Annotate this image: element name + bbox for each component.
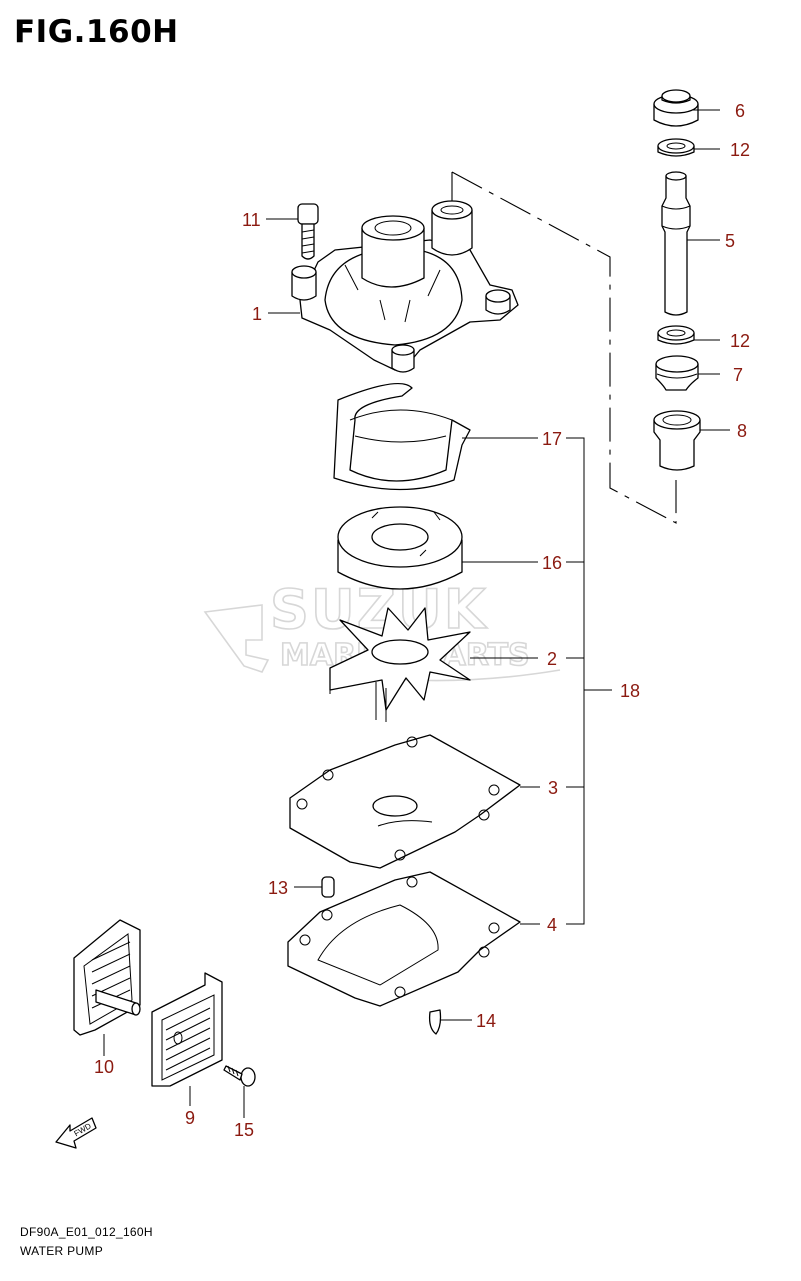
callout-16: 16 <box>542 553 562 573</box>
callout-9: 9 <box>185 1108 195 1128</box>
callout-3: 3 <box>548 778 558 798</box>
screw-part-15[interactable] <box>223 1065 256 1087</box>
callout-1: 1 <box>252 304 262 324</box>
callout-12-upper: 12 <box>730 140 750 160</box>
water-tube-part-5[interactable] <box>661 171 691 316</box>
pump-liner-part-17[interactable] <box>333 382 471 491</box>
callout-15: 15 <box>234 1120 254 1140</box>
figure-title: FIG.160H <box>14 14 179 50</box>
callout-11: 11 <box>242 210 261 230</box>
key-part-14[interactable] <box>428 1009 442 1035</box>
callout-6: 6 <box>735 101 745 121</box>
callout-10: 10 <box>94 1057 114 1077</box>
leader-lines <box>103 109 730 1118</box>
impeller-housing-part-16[interactable] <box>337 506 463 590</box>
callout-14: 14 <box>476 1011 496 1031</box>
grommet-part-7[interactable] <box>655 355 699 391</box>
water-screen-part-9[interactable] <box>151 972 223 1087</box>
callout-5: 5 <box>725 231 735 251</box>
callout-12-lower: 12 <box>730 331 750 351</box>
seal-lower-part-12[interactable] <box>657 325 695 345</box>
dowel-pin-part-13[interactable] <box>321 876 335 898</box>
bushing-part-8[interactable] <box>653 410 701 471</box>
diagram-caption: WATER PUMP <box>20 1244 103 1258</box>
model-code: DF90A_E01_012_160H <box>20 1225 153 1239</box>
plate-part-3[interactable] <box>289 734 521 869</box>
callout-4: 4 <box>547 915 557 935</box>
callout-labels: 6 12 5 12 7 8 11 1 17 16 2 18 3 13 4 14 … <box>94 101 750 1140</box>
callout-13: 13 <box>268 878 288 898</box>
callout-8: 8 <box>737 421 747 441</box>
callout-7: 7 <box>733 365 743 385</box>
grommet-part-6[interactable] <box>653 89 699 127</box>
bolt-part-11[interactable] <box>297 203 319 260</box>
seal-upper-part-12[interactable] <box>657 138 695 157</box>
callout-2: 2 <box>547 649 557 669</box>
pump-case-part-1[interactable] <box>291 200 519 373</box>
fwd-arrow-icon: FWD <box>55 1117 97 1149</box>
gasket-part-4[interactable] <box>287 871 521 1007</box>
dashed-assembly-line <box>451 171 677 524</box>
watermark-line1: SUZUK <box>270 578 488 641</box>
callout-17: 17 <box>542 429 562 449</box>
impeller-part-2[interactable] <box>329 607 471 722</box>
callout-18: 18 <box>620 681 640 701</box>
screen-bracket-part-10[interactable] <box>73 919 141 1036</box>
